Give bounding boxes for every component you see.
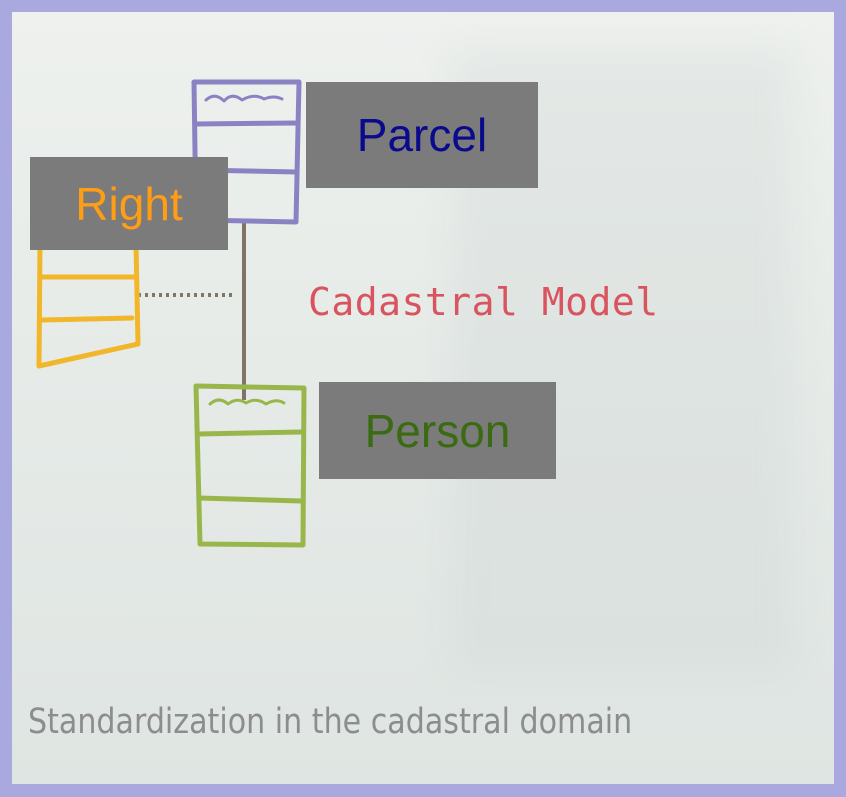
parcel-label: Parcel: [306, 82, 538, 188]
right-class-box: [36, 241, 141, 369]
uml-sketch-diagram: [36, 79, 307, 548]
slide-caption: Standardization in the cadastral domain: [28, 702, 633, 742]
right-label: Right: [30, 157, 228, 250]
person-class-box: [193, 383, 307, 548]
person-label: Person: [319, 382, 556, 479]
slide-canvas: Parcel Right Cadastral Model Person Stan…: [12, 12, 834, 784]
diagram-title: Cadastral Model: [308, 280, 659, 324]
